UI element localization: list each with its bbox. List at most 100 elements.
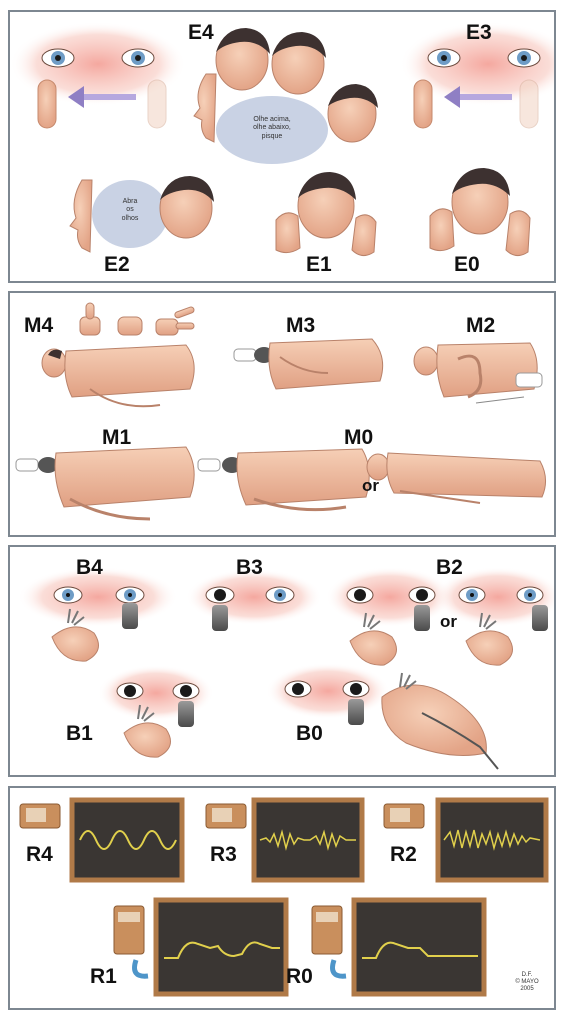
label-m4: M4: [24, 315, 53, 336]
label-b2: B2: [436, 557, 463, 578]
label-e4: E4: [188, 22, 214, 43]
eye-icon: [459, 587, 485, 603]
hand-icon: [352, 215, 376, 256]
penlight-icon: [122, 603, 138, 629]
eye-response-panel: E4 E3 E2 E1 E0 Olhe acima, olhe abaixo, …: [8, 10, 556, 283]
face-icon: [160, 176, 214, 238]
speech-line: Abra: [110, 198, 150, 206]
e0-illustration: [430, 168, 530, 256]
thumbs-up-icon: [80, 303, 100, 335]
eye-icon: [409, 587, 435, 603]
hand-icon: [276, 213, 300, 253]
right-eye-icon: [508, 49, 540, 67]
e4-speech-text: Olhe acima, olhe abaixo, pisque: [232, 116, 312, 141]
credit-line: 2005: [512, 986, 542, 993]
credit-line: © MAYO: [512, 979, 542, 986]
hand-icon: [430, 209, 454, 251]
e1-illustration: [276, 172, 376, 256]
left-eye-icon: [428, 49, 460, 67]
label-r0: R0: [286, 966, 313, 987]
label-m2: M2: [466, 315, 495, 336]
face-profile-icon: [124, 723, 171, 757]
left-eye-icon: [42, 49, 74, 67]
label-b3: B3: [236, 557, 263, 578]
face-icon: [452, 168, 510, 234]
eye-icon: [347, 587, 373, 603]
monitor-r4: [72, 800, 182, 880]
face-profile-icon: [466, 631, 513, 665]
penlight-icon: [212, 605, 228, 631]
eye-response-illustrations: [10, 12, 556, 283]
speech-line: olhe abaixo,: [232, 124, 312, 132]
eye-icon: [206, 587, 234, 603]
b4-illustration: [18, 567, 178, 661]
m0-patient-body: [198, 449, 369, 510]
label-e0: E0: [454, 254, 480, 275]
label-e2: E2: [104, 254, 130, 275]
label-m3: M3: [286, 315, 315, 336]
label-e3: E3: [466, 22, 492, 43]
label-r3: R3: [210, 844, 237, 865]
penlight-icon: [348, 699, 364, 725]
label-b4: B4: [76, 557, 103, 578]
copyright-credit: D.F. © MAYO 2005: [512, 972, 542, 993]
label-b1: B1: [66, 723, 93, 744]
eye-icon: [285, 681, 311, 697]
e4-patient-heads: [194, 28, 378, 164]
label-r1: R1: [90, 966, 117, 987]
m4-hand-signs: [80, 303, 195, 335]
face-icon: [272, 32, 326, 94]
monitor-r0: [354, 900, 484, 994]
m0-alt-patient-body: [367, 453, 546, 503]
fist-icon: [118, 317, 142, 335]
profile-head-icon: [70, 180, 92, 252]
motor-or-label: or: [362, 477, 379, 494]
eye-icon: [266, 587, 294, 603]
credit-line: D.F.: [512, 972, 542, 979]
speech-line: Olhe acima,: [232, 116, 312, 124]
hand-icon: [506, 211, 530, 256]
ventilator-tube-icon: [333, 960, 347, 976]
speech-line: pisque: [232, 133, 312, 141]
label-e1: E1: [306, 254, 332, 275]
m1-patient-body: [16, 447, 194, 519]
ventilator-icon: [312, 906, 342, 954]
m3-patient-body: [234, 339, 383, 389]
right-eye-icon: [122, 49, 154, 67]
face-profile-icon: [52, 627, 99, 661]
ventilator-tube-icon: [135, 960, 149, 976]
b1-illustration: [98, 665, 214, 757]
respiration-panel: R4 R3 R2 R1 R0 D.F. © MAYO 2005: [8, 786, 556, 1010]
eye-icon: [343, 681, 369, 697]
e2-speech-text: Abra os olhos: [110, 198, 150, 223]
label-r4: R4: [26, 844, 53, 865]
ventilator-icon: [206, 804, 246, 828]
speech-line: os: [110, 206, 150, 214]
eye-icon: [116, 587, 144, 603]
brainstem-or-label: or: [440, 613, 457, 630]
speech-line: olhos: [110, 215, 150, 223]
ventilator-icon: [20, 804, 60, 828]
face-icon: [328, 84, 378, 142]
profile-head-icon: [194, 74, 216, 142]
eye-icon: [517, 587, 543, 603]
m4-patient-body: [42, 345, 194, 406]
peace-sign-icon: [156, 306, 195, 335]
ventilator-icon: [384, 804, 424, 828]
penlight-icon: [414, 605, 430, 631]
monitor-r3: [254, 800, 362, 880]
penlight-icon: [178, 701, 194, 727]
monitor-r2: [438, 800, 546, 880]
motor-response-panel: M4 M3 M2 M1 M0 or: [8, 291, 556, 537]
label-r2: R2: [390, 844, 417, 865]
m2-patient-body: [414, 343, 542, 403]
eye-icon: [117, 683, 143, 699]
brainstem-reflex-panel: B4 B3 B2 or B1 B0: [8, 545, 556, 777]
face-icon: [216, 28, 270, 90]
penlight-icon: [532, 605, 548, 631]
label-m1: M1: [102, 427, 131, 448]
face-icon: [298, 172, 356, 238]
eye-icon: [54, 587, 82, 603]
b0-illustration: [266, 663, 498, 769]
label-m0: M0: [344, 427, 373, 448]
